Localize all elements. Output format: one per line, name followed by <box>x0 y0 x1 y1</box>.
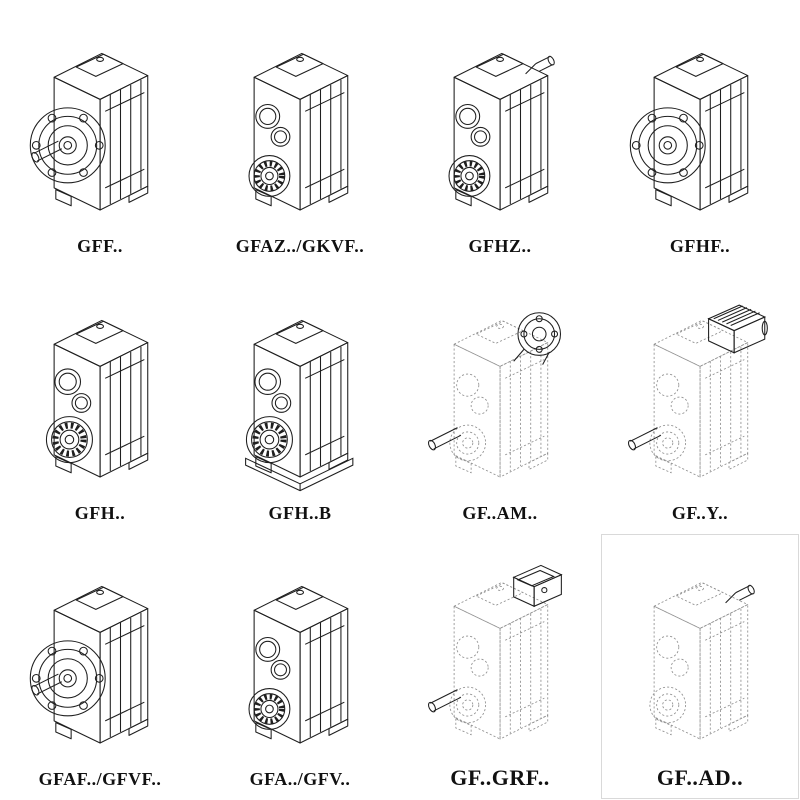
catalog-cell-gf-y: GF..Y.. <box>600 267 800 534</box>
catalog-cell-gf-ad: GF..AD.. <box>600 533 800 800</box>
gearbox-input-stub-illustration <box>649 581 756 740</box>
catalog-cell-gfhf: GFHF.. <box>600 0 800 267</box>
gearbox-foot-mounted-illustration <box>6 319 149 478</box>
model-label: GF..GRF.. <box>450 764 550 790</box>
catalog-cell-gfaf-gfvf: GFAF../GFVF.. <box>0 533 200 800</box>
catalog-cell-gf-grf: GF..GRF.. <box>400 533 600 800</box>
catalog-cell-gfh: GFH.. <box>0 267 200 534</box>
gearbox-hollow-shaft-illustration <box>206 586 349 744</box>
model-label: GFA../GFV.. <box>249 769 351 790</box>
gearbox-foot-mounted-base-illustration <box>206 319 354 491</box>
model-label: GFF.. <box>77 235 123 256</box>
gearbox-hollow-shaft-illustration <box>206 52 349 211</box>
catalog-cell-gf-am: GF..AM.. <box>400 267 600 534</box>
gearbox-input-adapter-illustration <box>426 564 562 740</box>
model-label: GFAF../GFVF.. <box>38 769 162 790</box>
gearbox-flange-illustration <box>629 52 749 211</box>
model-label: GF..AD.. <box>656 764 744 790</box>
gearmotor-illustration <box>626 304 768 477</box>
gearbox-input-flange-illustration <box>426 311 561 477</box>
model-label: GFH.. <box>74 502 126 523</box>
model-label: GFHZ.. <box>468 235 532 256</box>
catalog-cell-gfh-b: GFH..B <box>200 267 400 534</box>
model-label: GF..AM.. <box>462 502 538 523</box>
gearbox-hollow-shaft-illustration <box>406 52 556 211</box>
model-label: GFH..B <box>268 502 332 523</box>
catalog-cell-gfhz: GFHZ.. <box>400 0 600 267</box>
gearbox-flange-shaft-illustration <box>29 52 149 211</box>
model-label: GFAZ../GKVF.. <box>235 235 365 256</box>
catalog-cell-gfaz-gkvf: GFAZ../GKVF.. <box>200 0 400 267</box>
catalog-cell-gff: GFF.. <box>0 0 200 267</box>
catalog-cell-gfa-gfv: GFA../GFV.. <box>200 533 400 800</box>
gearbox-flange-shaft-illustration <box>29 586 149 744</box>
model-label: GFHF.. <box>669 235 731 256</box>
model-label: GF..Y.. <box>671 502 729 523</box>
